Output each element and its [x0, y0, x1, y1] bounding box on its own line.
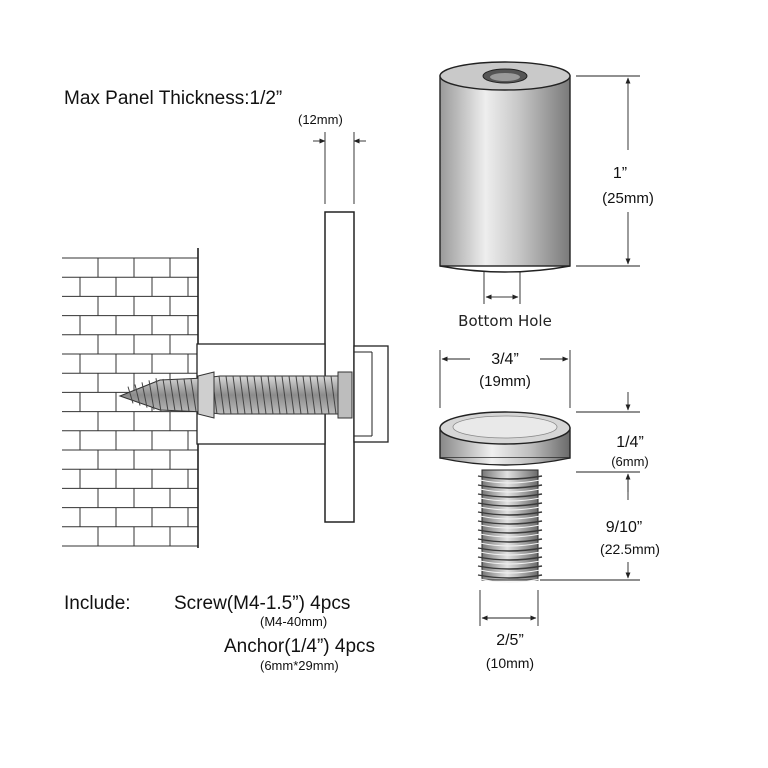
height-label: 1” — [613, 165, 627, 182]
bottom-hole-label: Bottom Hole — [458, 312, 552, 330]
screw-thread — [302, 375, 309, 415]
thread-length-mm-label: (22.5mm) — [600, 541, 660, 557]
standoff-body-bottom-edge — [439, 265, 571, 273]
cap-thread-highlight — [479, 479, 541, 484]
include-screw-mm: (M4-40mm) — [260, 614, 327, 629]
cap-height-mm-label: (6mm) — [611, 454, 649, 469]
cap-thread-ridge — [477, 511, 543, 516]
thread-diameter-mm-label: (10mm) — [486, 655, 534, 671]
cap-thread-highlight — [479, 578, 541, 583]
cap-head-face — [452, 415, 558, 439]
cap-thread-ridge — [477, 529, 543, 534]
screw-thread — [323, 375, 330, 415]
include-anchor: Anchor(1/4”) 4pcs — [224, 636, 375, 657]
cap-head-bottom-edge — [439, 457, 571, 466]
cap-diameter-label: 3/4” — [491, 351, 519, 368]
cap-thread-ridge — [477, 475, 543, 480]
thread-length-label: 9/10” — [606, 519, 642, 536]
cap-height-label: 1/4” — [616, 434, 644, 451]
screw-thread — [330, 375, 337, 415]
cap-thread-ridge — [477, 574, 543, 579]
cap-thread-highlight — [479, 488, 541, 493]
screw-thread — [218, 375, 225, 415]
screw-thread — [316, 375, 323, 415]
screw-thread — [141, 382, 148, 408]
screw-thread — [288, 375, 295, 415]
screw-thread — [169, 378, 176, 412]
screw-thread — [155, 378, 162, 412]
anchor-collar — [197, 371, 215, 419]
include-screw: Screw(M4-1.5”) 4pcs — [174, 593, 350, 614]
screw-thread — [127, 386, 134, 404]
screw-thread — [148, 380, 155, 410]
cap-thread-ridge — [477, 547, 543, 552]
thread-diameter-label: 2/5” — [496, 632, 524, 649]
standoff-body-side — [439, 75, 571, 267]
cap-thread-ridge — [477, 565, 543, 570]
screw-thread — [246, 375, 253, 415]
cap-thread-highlight — [479, 524, 541, 529]
cap-thread — [477, 469, 543, 583]
screw-thread — [281, 375, 288, 415]
cap-thread-highlight — [479, 569, 541, 574]
cap-thread-ridge — [477, 493, 543, 498]
cap-thread-highlight — [479, 542, 541, 547]
cap-thread-highlight — [479, 551, 541, 556]
cap-thread-ridge — [477, 556, 543, 561]
standoff-top-hole-thread — [490, 73, 520, 81]
brick-wall — [62, 257, 198, 547]
screw-thread — [260, 375, 267, 415]
include-prefix: Include: — [64, 593, 131, 614]
screw-thread — [295, 375, 302, 415]
screw-thread — [162, 378, 169, 412]
cap-thread-ridge — [477, 520, 543, 525]
cap-thread-highlight — [479, 560, 541, 565]
screw-thread — [190, 378, 197, 412]
screw-thread — [183, 378, 190, 412]
screw-thread — [253, 375, 260, 415]
screw-thread — [225, 375, 232, 415]
glass-panel — [324, 211, 355, 523]
cap-thread-highlight — [479, 515, 541, 520]
standoff-body — [439, 61, 571, 273]
cap-thread-ridge — [477, 538, 543, 543]
cap-thread-highlight — [479, 497, 541, 502]
cap-thread-highlight — [479, 506, 541, 511]
max-panel-label: Max Panel Thickness:1/2” — [64, 88, 282, 109]
screw-head — [337, 371, 353, 419]
include-anchor-mm: (6mm*29mm) — [260, 658, 339, 673]
screw — [118, 371, 353, 419]
screw-thread — [267, 375, 274, 415]
cap-thread-ridge — [477, 484, 543, 489]
screw-thread — [239, 375, 246, 415]
cap-screw — [439, 411, 571, 583]
cap-thread-ridge — [477, 502, 543, 507]
screw-thread — [309, 375, 316, 415]
height-mm-label: (25mm) — [602, 190, 654, 207]
cap-diameter-mm-label: (19mm) — [479, 373, 531, 390]
screw-thread — [232, 375, 239, 415]
cap-thread-highlight — [479, 533, 541, 538]
screw-thread — [134, 384, 141, 406]
screw-thread — [274, 375, 281, 415]
screw-thread — [176, 378, 183, 412]
max-panel-mm-label: (12mm) — [298, 112, 343, 127]
standoff-cap-outline — [353, 345, 389, 443]
